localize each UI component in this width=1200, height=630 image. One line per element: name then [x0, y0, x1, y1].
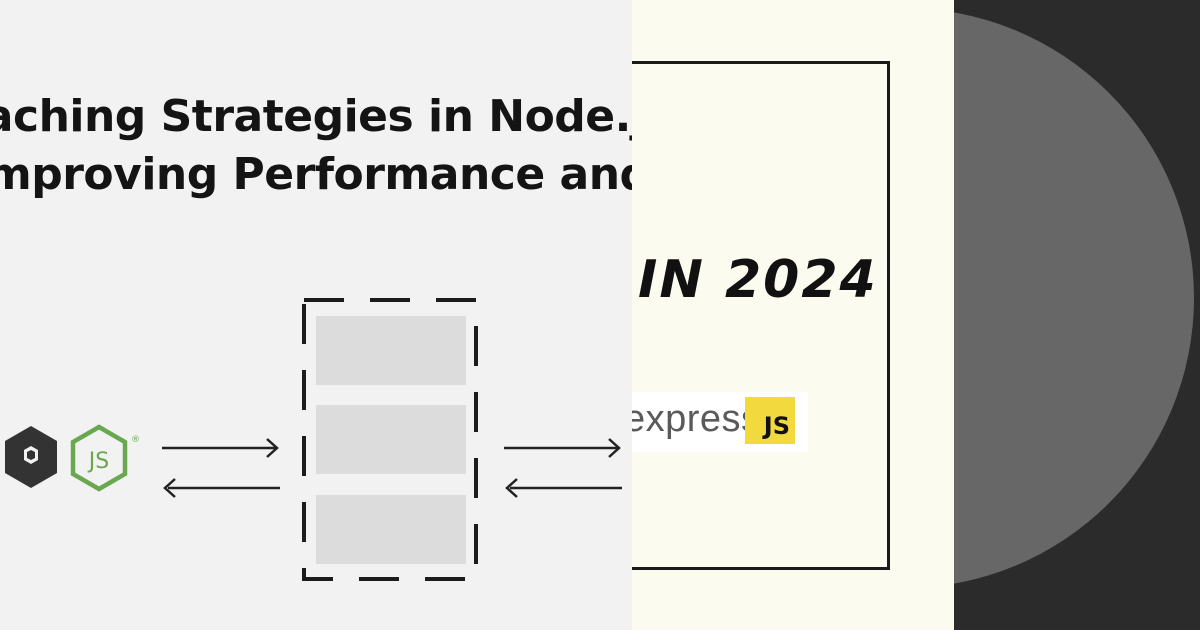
- dark-cover-panel: [954, 0, 1200, 630]
- gray-circle-shape: [954, 8, 1194, 588]
- express-article-card: IN 2024 express JS: [632, 0, 954, 630]
- headline-year: IN 2024: [638, 250, 878, 310]
- nodejs-logo-icon: JS: [70, 424, 128, 492]
- cache-entry-block: [316, 405, 466, 474]
- cache-store-dashed-box: [302, 298, 478, 581]
- express-wordmark: express: [632, 398, 761, 440]
- registered-mark: ®: [131, 435, 140, 445]
- article-title-line-1: Caching Strategies in Node.js:: [0, 91, 632, 142]
- js-badge: JS: [745, 397, 795, 444]
- request-response-arrows-left: [162, 438, 280, 498]
- card-border-frame: [632, 61, 890, 570]
- caching-article-card: Caching Strategies in Node.js: Improving…: [0, 0, 632, 630]
- cache-entry-block: [316, 495, 466, 564]
- expressjs-logo: express JS: [632, 392, 808, 452]
- cache-entry-block: [316, 316, 466, 385]
- request-response-arrows-right: [504, 438, 622, 498]
- js-badge-text: JS: [763, 412, 790, 440]
- article-title-line-2: Improving Performance and Efficiency: [0, 149, 632, 200]
- svg-text:JS: JS: [87, 449, 109, 474]
- hexagon-logo-icon: [5, 426, 57, 488]
